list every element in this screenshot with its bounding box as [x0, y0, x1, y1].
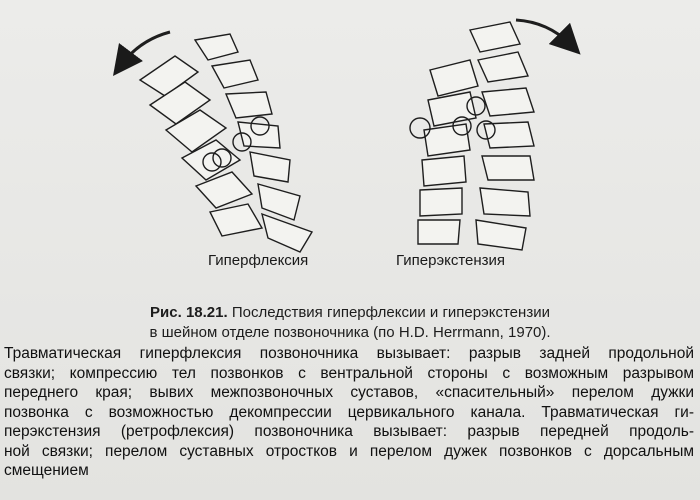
- body-line: ной связки; перелом суставных отростков …: [4, 442, 694, 460]
- body-line: переднего края; вывих межпозвоночных сус…: [4, 384, 694, 401]
- label-hyperextension: Гиперэкстензия: [396, 252, 506, 269]
- spine-illustrations: [112, 18, 581, 253]
- spine-figure: Гиперфлексия Гиперэкстензия: [112, 18, 581, 269]
- figure-caption: Рис. 18.21. Последствия гиперфлексии и г…: [0, 303, 700, 322]
- caption-number: Рис. 18.21.: [150, 304, 228, 321]
- flexion-arrow: [112, 30, 171, 76]
- label-hyperflexion: Гиперфлексия: [208, 252, 309, 269]
- body-line: Травматическая гиперфлексия позвоночника…: [4, 345, 694, 362]
- figure-caption-line2: в шейном отделе позвоночника (по H.D. He…: [149, 324, 551, 341]
- body-line: связки; компрессию тел позвонков с вентр…: [4, 364, 694, 382]
- body-line: позвонка с возможностью декомпрессии цер…: [4, 403, 694, 421]
- body-paragraph: Травматическая гиперфлексия позвоночника…: [4, 344, 694, 481]
- extension-arrow: [515, 18, 581, 55]
- hyperflexion-diagram: [112, 30, 314, 253]
- caption-title: Последствия гиперфлексии и гиперэкстензи…: [231, 304, 550, 321]
- hyperextension-diagram: [409, 18, 581, 251]
- body-line: смещением: [4, 462, 89, 479]
- body-line: перэкстензия (ретрофлексия) позвоночника…: [4, 423, 694, 440]
